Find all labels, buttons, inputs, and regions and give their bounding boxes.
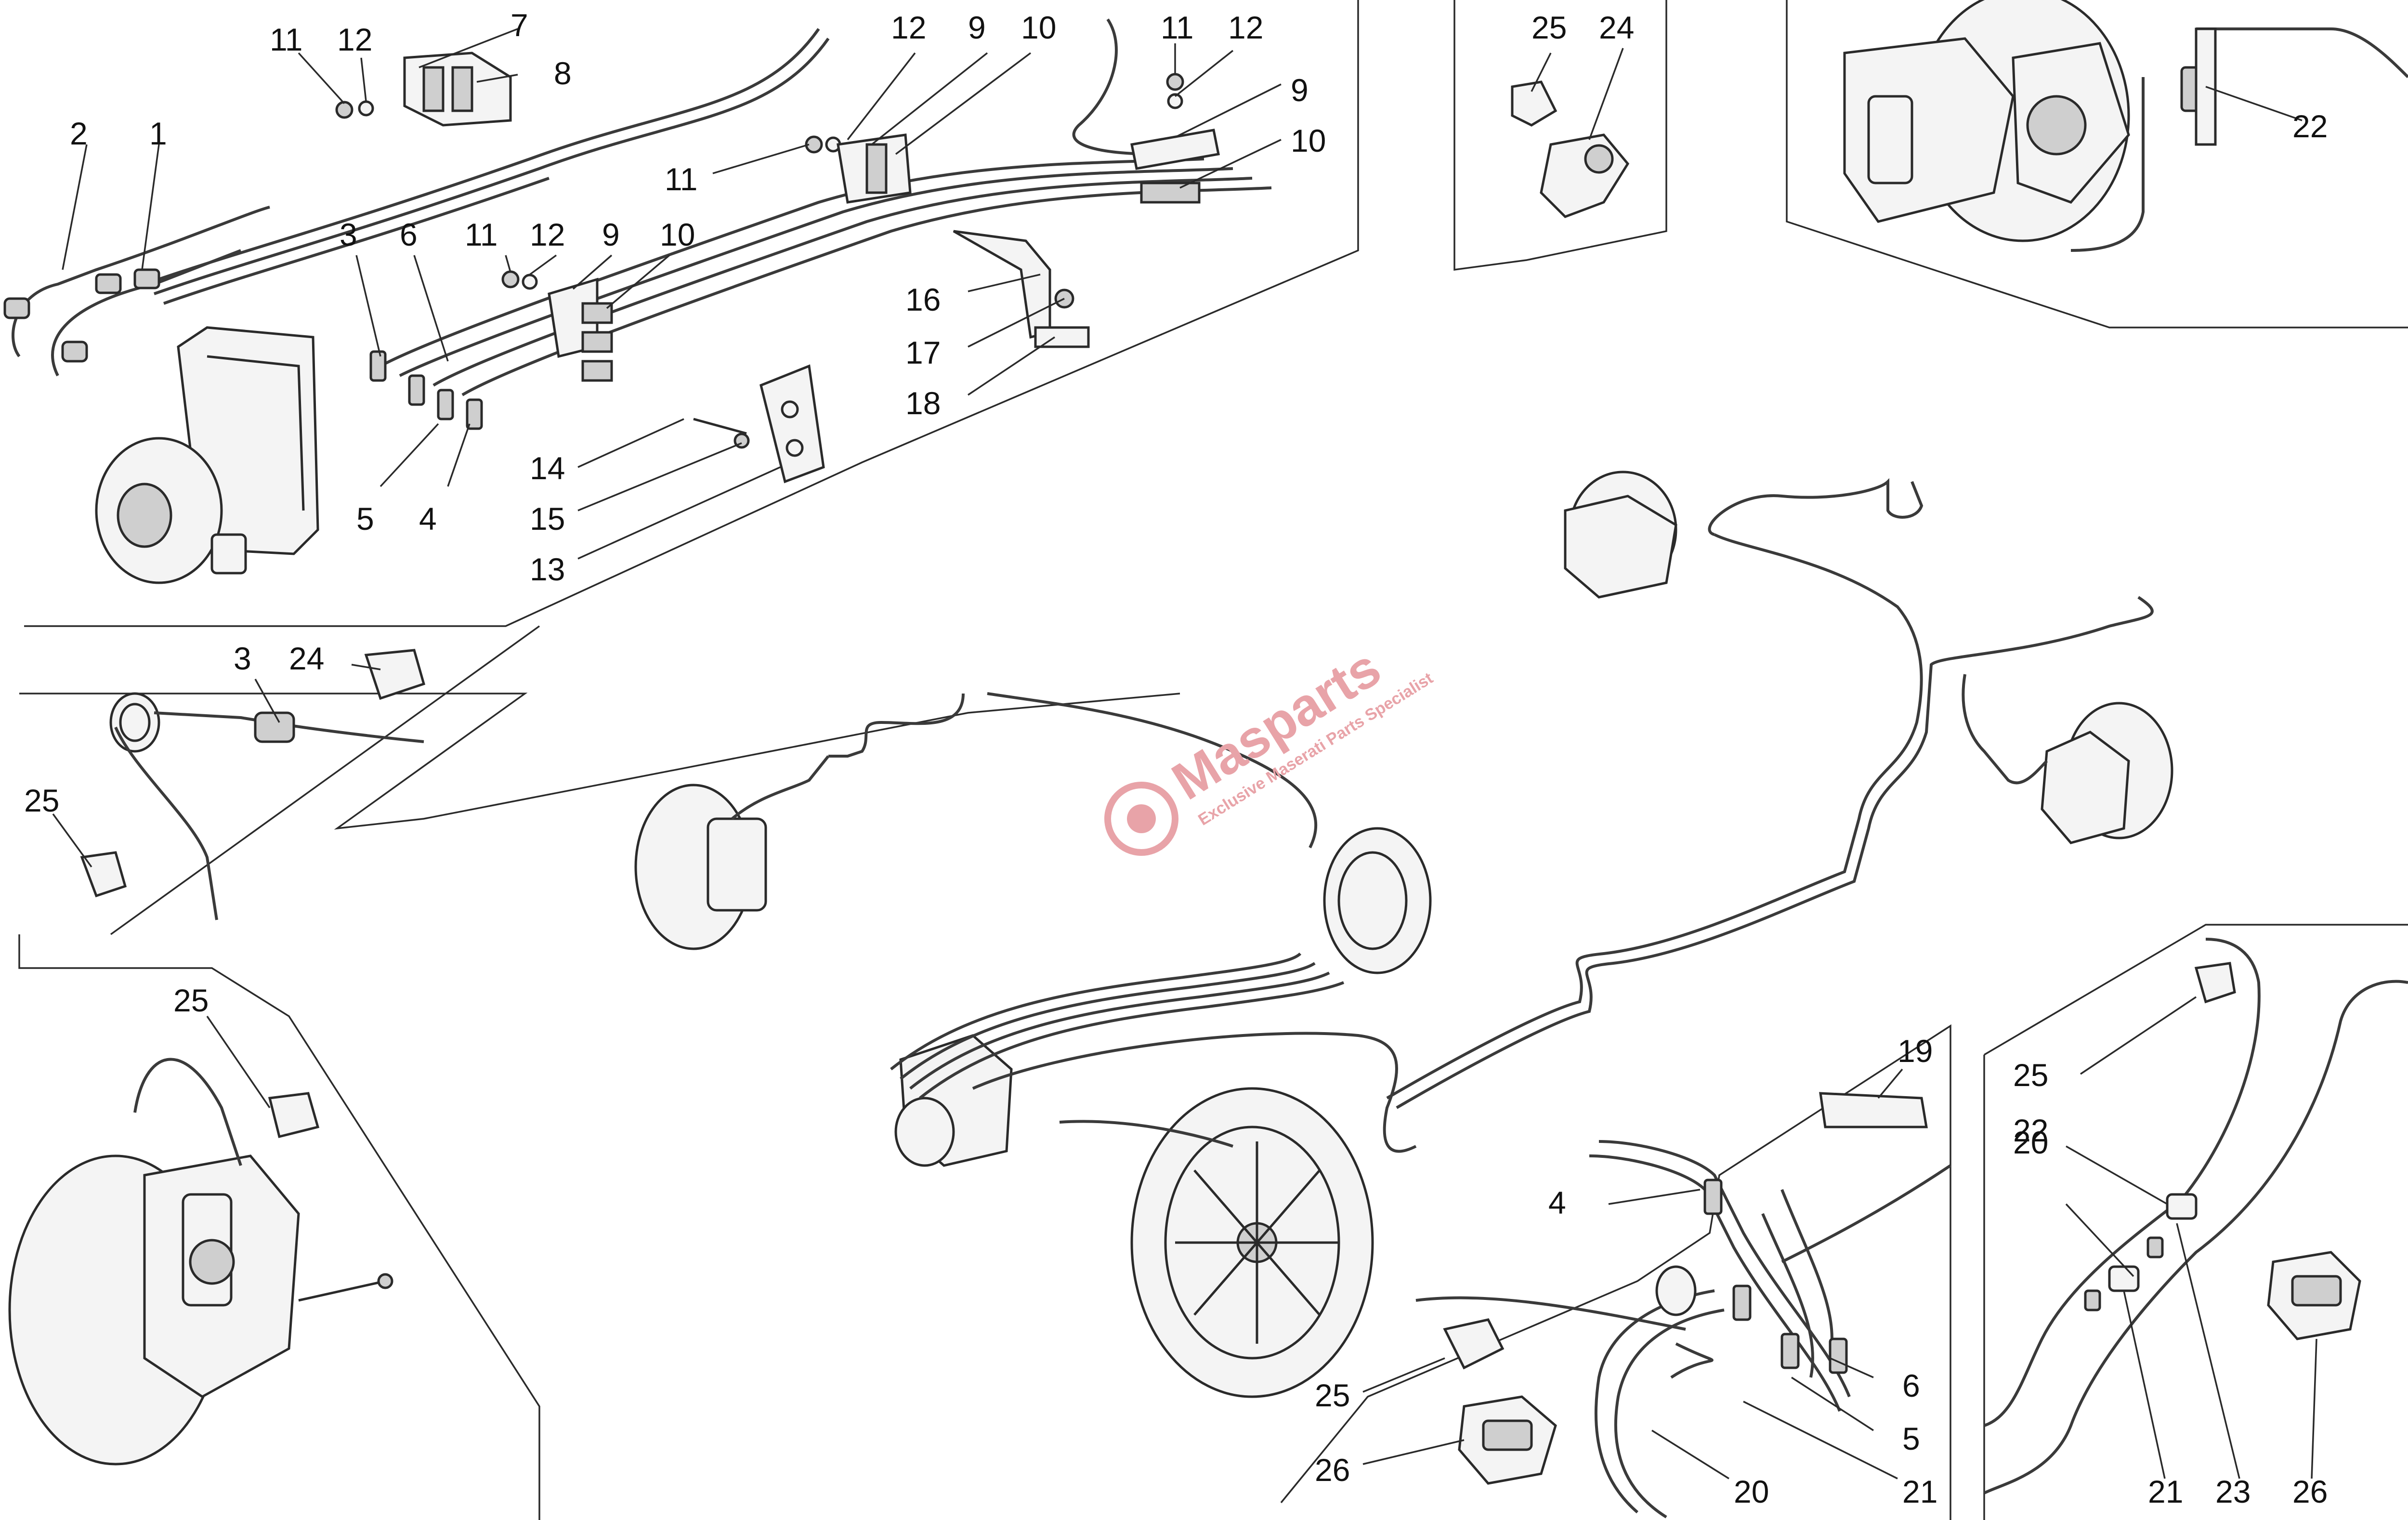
callout-19: 19 [1898,1033,1933,1069]
callout-14: 14 [530,450,565,486]
callout-3: 3 [340,217,357,252]
leader-lines [52,28,2317,1480]
callout-18: 18 [905,385,941,421]
callout-2: 2 [70,116,88,151]
panel-dividers [18,0,2408,1520]
callout-21: 21 [2148,1474,2183,1509]
callout-9: 9 [1291,72,1309,108]
callout-22: 22 [2013,1113,2048,1148]
rear-pipe-panel [1983,938,2408,1494]
callout-7: 7 [510,7,528,43]
callout-12: 12 [1228,10,1263,45]
callout-11: 11 [1161,10,1194,45]
callout-10: 10 [660,217,695,252]
callout-12: 12 [337,22,372,57]
callout-labels: 1 2 3 3 4 4 5 5 6 6 7 8 9 9 9 10 10 10 1… [24,7,2328,1509]
main-assembly [634,471,2173,1398]
callout-10: 10 [1291,123,1326,158]
callout-23: 23 [2215,1474,2251,1509]
callout-12: 12 [530,217,565,252]
callout-24: 24 [1599,10,1634,45]
callout-3: 3 [234,641,251,676]
callout-5: 5 [1902,1421,1920,1456]
callout-25: 25 [1315,1377,1350,1413]
callout-24: 24 [289,641,324,676]
callout-26: 26 [2292,1474,2328,1509]
callout-10: 10 [1021,10,1056,45]
callout-4: 4 [419,501,437,537]
callout-11: 11 [270,22,303,57]
callout-5: 5 [356,501,374,537]
callout-11: 11 [665,161,698,197]
watermark-logo-icon [1104,782,1178,856]
callout-20: 20 [1734,1474,1769,1509]
callout-12: 12 [891,10,926,45]
callout-20: 20 [2013,1125,2048,1160]
front-left-brake-panel [8,1058,393,1466]
callout-21: 21 [1902,1474,1937,1509]
callout-25: 25 [24,783,59,818]
abs-pipe-panel [3,18,1272,584]
callout-16: 16 [905,282,941,317]
callout-17: 17 [905,335,941,370]
callout-8: 8 [554,55,572,91]
callout-26: 26 [1315,1452,1350,1488]
callout-9: 9 [602,217,620,252]
callout-22: 22 [2292,108,2328,144]
callout-6: 6 [1902,1368,1920,1403]
front-brake-panel [1843,0,2408,252]
callout-15: 15 [530,501,565,537]
callout-4: 4 [1548,1185,1566,1220]
left-sensor-panel [80,649,426,920]
sensor-panel-top [1511,80,1630,218]
callout-9: 9 [968,10,986,45]
lower-pipe-panel [1415,1092,1951,1519]
callout-11: 11 [465,217,498,252]
callout-25: 25 [173,983,209,1018]
callout-25: 25 [1531,10,1567,45]
callout-6: 6 [400,217,418,252]
callout-1: 1 [149,116,167,151]
callout-13: 13 [530,551,565,587]
callout-25: 25 [2013,1057,2048,1093]
